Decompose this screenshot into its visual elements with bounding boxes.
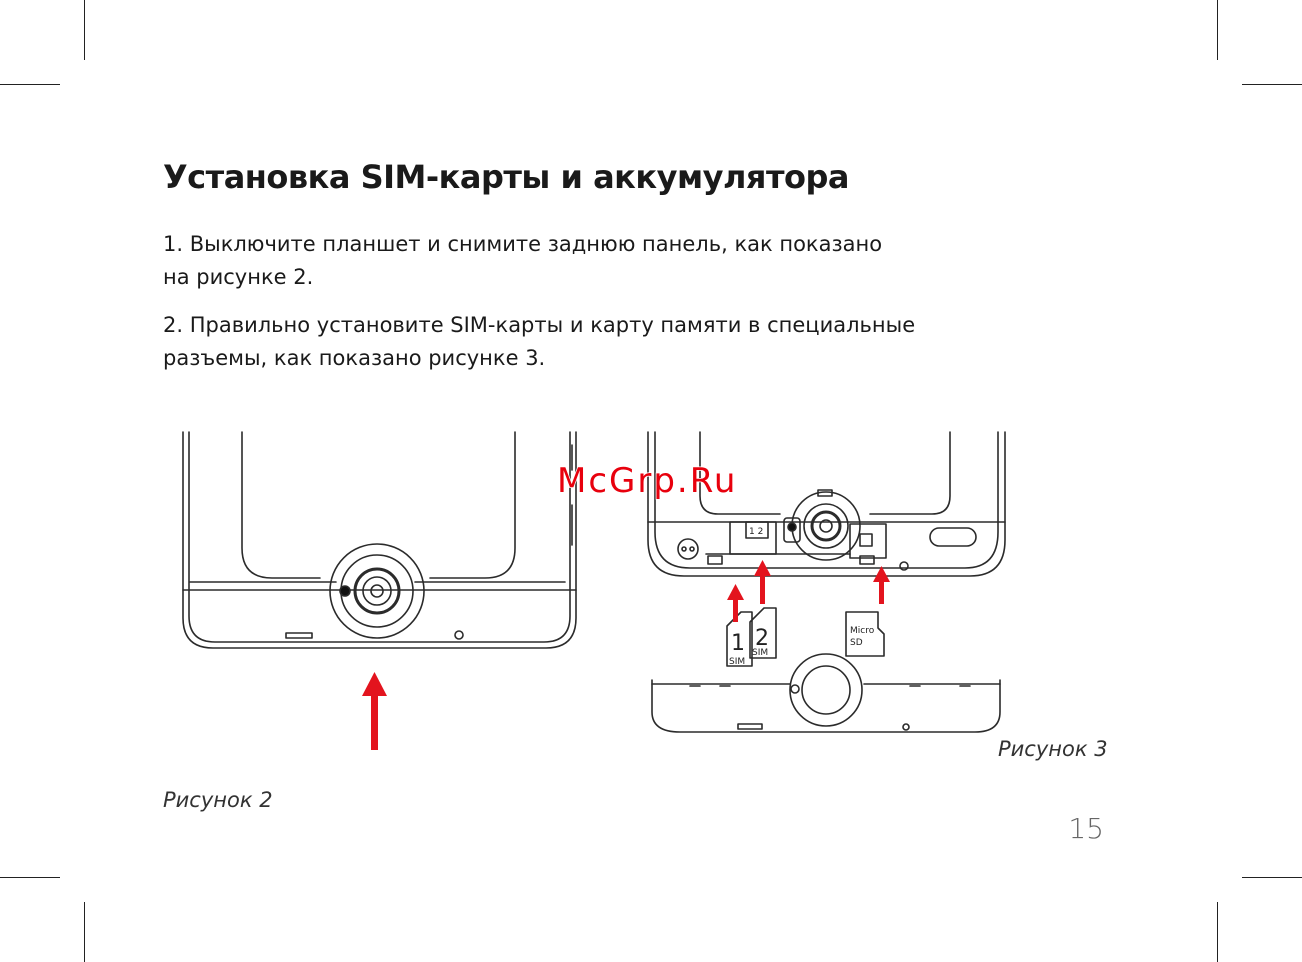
figure-2-caption: Рисунок 2 [163,788,273,812]
arrow-sim-1 [727,584,744,622]
figure-3-tablet-drawing [648,432,1005,576]
figure-3-caption: Рисунок 3 [998,737,1108,761]
sim-2-label: SIM [752,648,768,658]
page-number: 15 [1068,812,1104,845]
sim-1-number: 1 [731,631,745,656]
figure-2-tablet-drawing [183,432,576,648]
arrow-microsd [873,566,890,604]
sim-slot-mark: 1 2 [749,527,763,537]
microsd-label-line-2: SD [850,638,863,648]
microsd-label-line-1: Micro [850,626,875,636]
watermark: McGrp.Ru [557,461,737,501]
back-panel-drawing [652,654,1000,732]
arrow-sim-2 [754,560,771,604]
sim-1-label: SIM [729,657,745,667]
arrow-figure-2 [362,672,387,750]
